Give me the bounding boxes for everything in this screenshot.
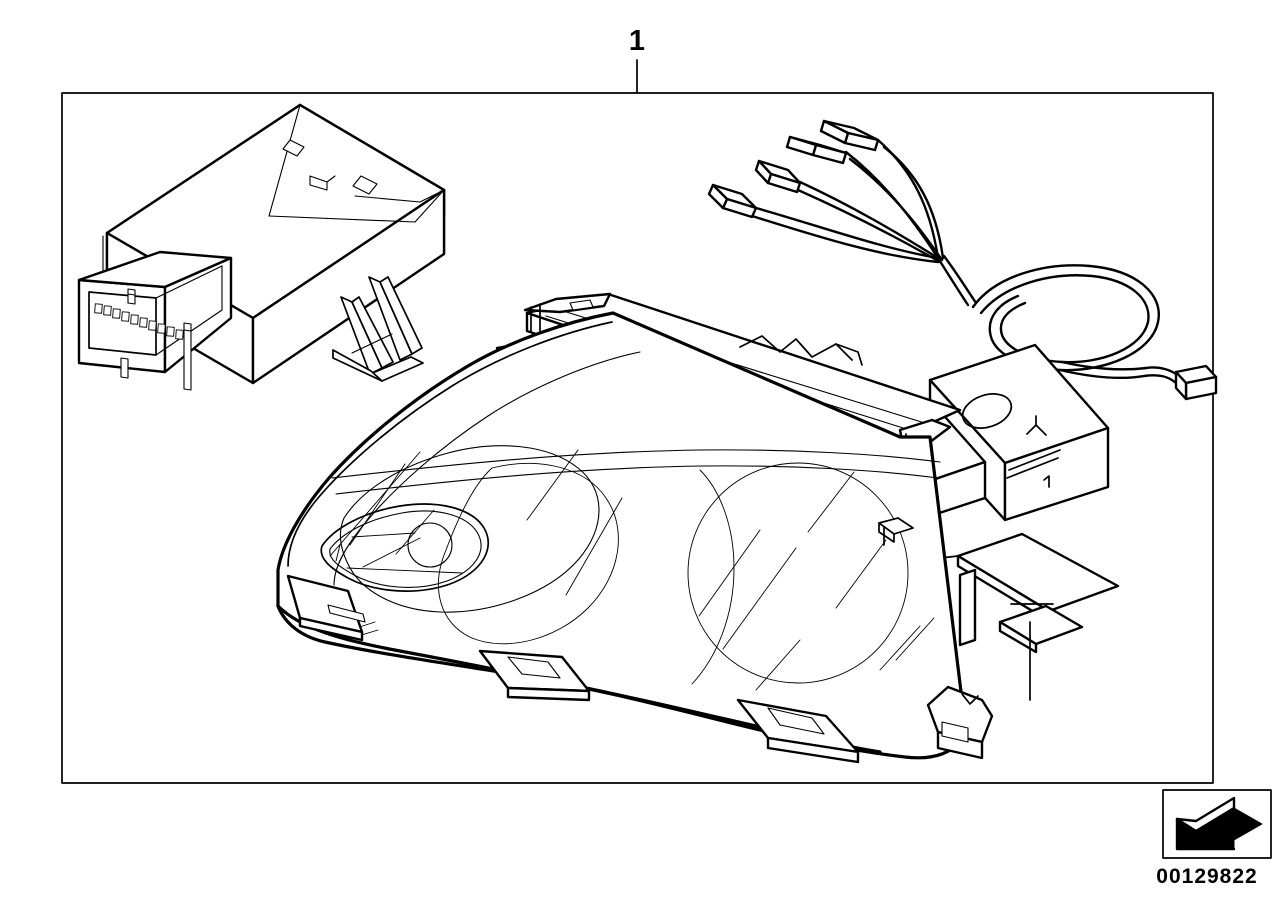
cable-plug-connector [1174,364,1218,401]
harness-connector-4 [819,119,880,152]
headlight-assembly [276,292,1120,764]
lens-edge-clip [878,517,914,546]
diagram-id-label: 00129822 [1156,865,1258,888]
wiring-harness [707,119,978,307]
harness-connector-2 [754,159,802,194]
connector-pin-row [94,303,184,340]
mounting-tab-center [478,649,591,702]
projector-lens-right [687,462,909,685]
mounting-tab-left [286,574,366,642]
mounting-tab-right [736,698,860,764]
harness-connector-1 [707,183,758,219]
control-module [77,103,446,391]
cable-loop [971,264,1218,401]
bent-arrow-icon [1175,796,1263,851]
callout-number: 1 [628,25,646,57]
diagram-id-icon-box [1162,789,1272,859]
module-mounting-brackets [332,276,424,382]
turn-signal-lens [320,445,600,613]
harness-connector-3 [785,135,848,165]
projector-lens-left [438,462,619,645]
lower-side-bracket [926,685,994,760]
